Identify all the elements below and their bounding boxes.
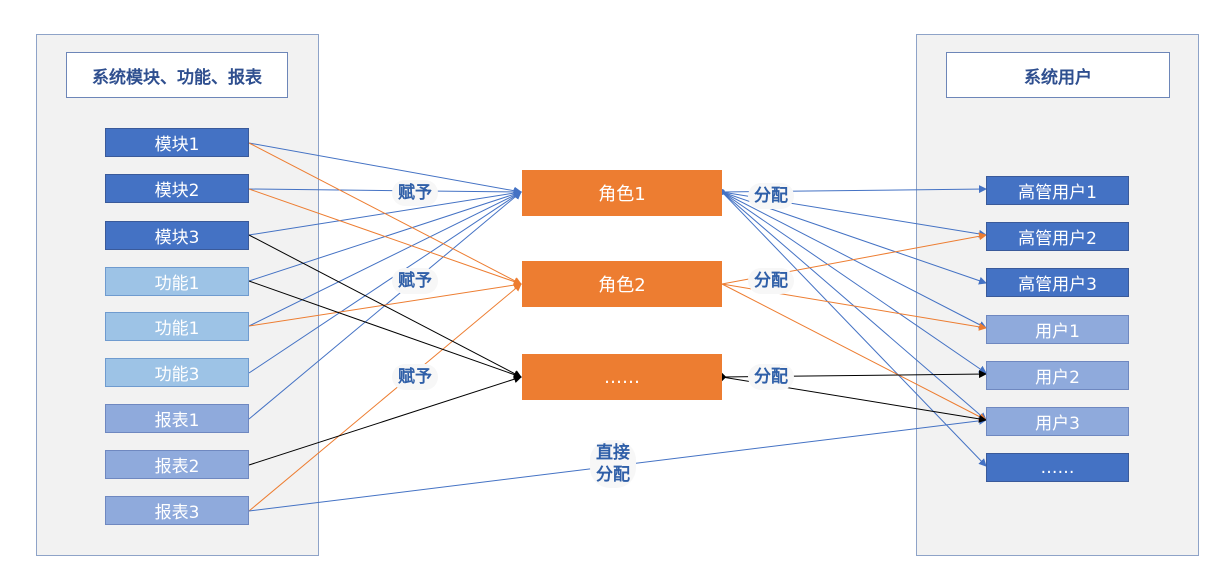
- report-2: 报表2: [105, 450, 249, 479]
- grant-label-1: 赋予: [392, 180, 438, 206]
- grant-label-3: 赋予: [392, 364, 438, 390]
- module-2: 模块2: [105, 174, 249, 203]
- direct-assign-line-2: 分配: [596, 465, 630, 485]
- exec-user-3: 高管用户3: [986, 268, 1129, 297]
- user-more: ……: [986, 453, 1129, 482]
- module-3: 模块3: [105, 221, 249, 250]
- module-1: 模块1: [105, 128, 249, 157]
- function-1b: 功能1: [105, 312, 249, 341]
- report-3: 报表3: [105, 496, 249, 525]
- exec-user-2: 高管用户2: [986, 222, 1129, 251]
- role-1: 角色1: [522, 170, 722, 216]
- assign-label-1: 分配: [748, 183, 794, 209]
- assign-label-3: 分配: [748, 364, 794, 390]
- direct-assign-line-1: 直接: [596, 443, 630, 463]
- right-panel-title: 系统用户: [946, 52, 1170, 98]
- report-1: 报表1: [105, 404, 249, 433]
- role-2: 角色2: [522, 261, 722, 307]
- user-1: 用户1: [986, 315, 1129, 344]
- assign-label-2: 分配: [748, 268, 794, 294]
- direct-assign-label: 直接 分配: [590, 440, 636, 488]
- user-3: 用户3: [986, 407, 1129, 436]
- grant-label-2: 赋予: [392, 268, 438, 294]
- function-3: 功能3: [105, 358, 249, 387]
- exec-user-1: 高管用户1: [986, 176, 1129, 205]
- function-1: 功能1: [105, 267, 249, 296]
- role-more: ……: [522, 354, 722, 400]
- left-panel-title: 系统模块、功能、报表: [66, 52, 288, 98]
- user-2: 用户2: [986, 361, 1129, 390]
